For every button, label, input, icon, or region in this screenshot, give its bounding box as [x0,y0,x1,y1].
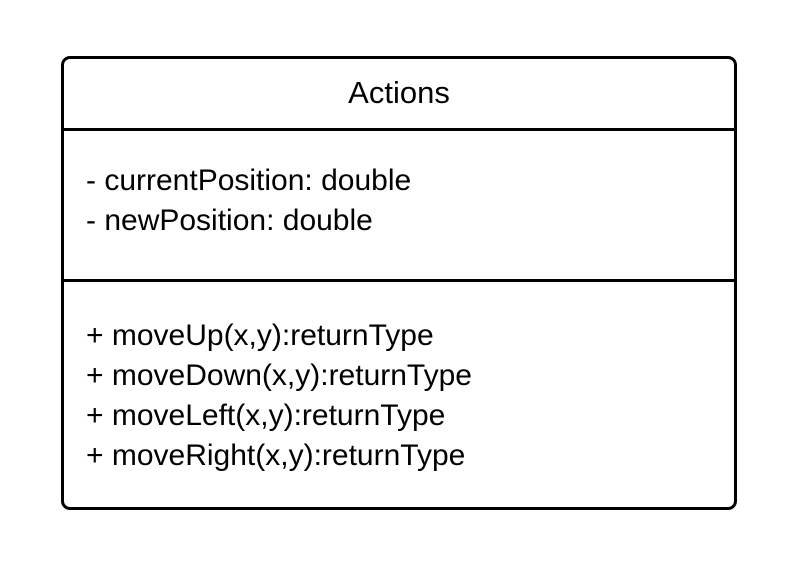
operation-move-down: + moveDown(x,y):returnType [86,359,472,392]
attributes-compartment: - currentPosition: double - newPosition:… [64,131,734,279]
operation-move-up: + moveUp(x,y):returnType [86,319,434,352]
operations-compartment: + moveUp(x,y):returnType + moveDown(x,y)… [64,282,734,476]
attribute-new-position: - newPosition: double [86,204,373,237]
attribute-current-position: - currentPosition: double [86,164,412,197]
name-attributes-divider [64,128,734,131]
operation-move-left: + moveLeft(x,y):returnType [86,399,446,432]
operation-move-right: + moveRight(x,y):returnType [86,439,466,472]
attributes-operations-divider [64,279,734,282]
uml-class-box: Actions - currentPosition: double - newP… [61,56,737,510]
class-name-compartment: Actions [64,59,734,129]
class-name: Actions [348,74,450,110]
